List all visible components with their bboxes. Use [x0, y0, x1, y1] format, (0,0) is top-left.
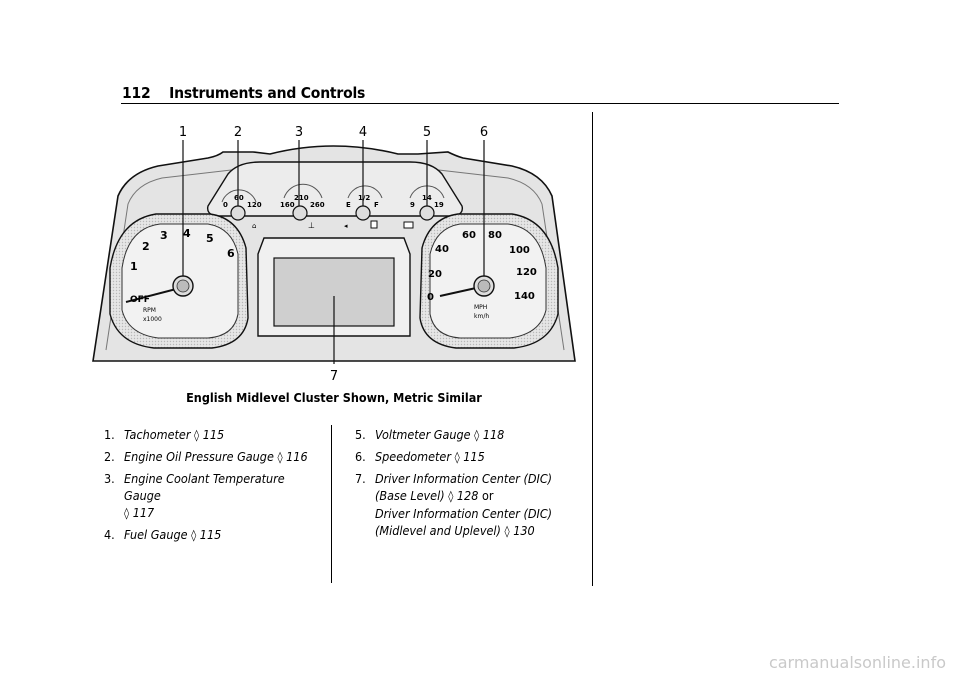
page-ref-icon: ◊: [454, 450, 460, 464]
callout-5: 5: [423, 125, 431, 140]
list-item: 1. Tachometer ◊ 115: [104, 427, 225, 442]
or-connector: or: [481, 488, 494, 503]
speed-mark-100: 100: [509, 245, 530, 256]
speed-mark-0: 0: [427, 292, 434, 303]
fuel-gauge: E 1/2 F ◂: [344, 185, 383, 230]
section-title: Instruments and Controls: [169, 84, 366, 102]
speed-mark-80: 80: [488, 230, 502, 241]
speed-mark-60: 60: [462, 230, 476, 241]
volt-mark-9: 9: [410, 201, 415, 209]
list-item: 4. Fuel Gauge ◊ 115: [104, 527, 222, 542]
page-ref-link[interactable]: 116: [286, 449, 308, 464]
tach-off-label: OFF: [130, 295, 150, 305]
fuel-mark-empty: E: [346, 201, 351, 209]
page-ref-link[interactable]: 118: [482, 427, 505, 442]
page-ref-icon: ◊: [504, 524, 510, 538]
page-ref-icon: ◊: [194, 428, 200, 442]
legend-list-left: 1. Tachometer ◊ 115 2. Engine Oil Pressu…: [104, 426, 324, 548]
page-ref-icon: ◊: [124, 506, 130, 520]
page-ref-icon: ◊: [448, 489, 454, 503]
tach-rpm-label: RPM: [143, 307, 156, 314]
speed-mark-140: 140: [514, 291, 535, 302]
dic-display: [257, 237, 411, 337]
battery-icon: [403, 221, 414, 229]
oil-mark-0: 0: [223, 201, 228, 209]
page-ref-link[interactable]: 115: [463, 449, 485, 464]
fuel-door-arrow-icon: ◂: [344, 222, 348, 230]
oil-mark-60: 60: [234, 194, 244, 202]
tachometer: 1 2 3 4 5 6 OFF RPM x1000: [109, 213, 249, 349]
speed-mark-40: 40: [435, 244, 449, 255]
page-ref-icon: ◊: [277, 450, 283, 464]
watermark: carmanualsonline.info: [768, 653, 946, 672]
volt-mark-19: 19: [434, 201, 444, 209]
page-ref-link[interactable]: 115: [199, 527, 222, 542]
page-ref-icon: ◊: [474, 428, 480, 442]
page-ref-link[interactable]: 115: [202, 427, 225, 442]
voltmeter-gauge: 9 14 19: [403, 185, 445, 229]
callout-6: 6: [480, 125, 488, 140]
page-number: 112: [122, 84, 151, 102]
tach-mark-2: 2: [142, 240, 150, 253]
page-ref-icon: ◊: [191, 528, 197, 542]
fuel-mark-half: 1/2: [358, 194, 370, 202]
oil-mark-120: 120: [247, 201, 262, 209]
coolant-mark-210: 210: [294, 194, 309, 202]
coolant-mark-160: 160: [280, 201, 295, 209]
header-rule: [121, 103, 839, 104]
speed-mark-20: 20: [428, 269, 442, 280]
coolant-mark-260: 260: [310, 201, 325, 209]
tach-mark-4: 4: [183, 227, 191, 240]
callout-2: 2: [234, 125, 242, 140]
list-item: 7. Driver Information Center (DIC) (Base…: [355, 471, 553, 538]
list-divider: [331, 425, 332, 583]
list-item: 5. Voltmeter Gauge ◊ 118: [355, 427, 505, 442]
oil-pressure-gauge: 0 60 120 ⌂: [221, 189, 262, 230]
thermometer-icon: ⊥: [308, 221, 315, 230]
callout-3: 3: [295, 125, 303, 140]
oil-can-icon: ⌂: [252, 222, 256, 230]
callout-7: 7: [330, 369, 338, 384]
list-item: 2. Engine Oil Pressure Gauge ◊ 116: [104, 449, 308, 464]
list-item: 6. Speedometer ◊ 115: [355, 449, 485, 464]
column-divider: [592, 112, 593, 586]
callout-4: 4: [359, 125, 367, 140]
callout-1: 1: [179, 125, 187, 140]
figure-caption: English Midlevel Cluster Shown, Metric S…: [186, 390, 482, 405]
fuel-pump-icon: [370, 220, 378, 229]
fuel-mark-full: F: [374, 201, 379, 209]
speed-kmh-label: km/h: [474, 313, 489, 320]
speed-mark-120: 120: [516, 267, 537, 278]
tach-mark-1: 1: [130, 260, 138, 273]
tach-mark-3: 3: [160, 229, 168, 242]
page-ref-link[interactable]: 117: [132, 505, 155, 520]
coolant-temperature-gauge: 160 210 260 ⊥: [280, 183, 325, 230]
list-item: 3. Engine Coolant Temperature Gauge◊ 117: [104, 471, 285, 520]
tach-multiplier-label: x1000: [143, 316, 162, 323]
callout-lines: [182, 140, 485, 364]
legend-list-right: 5. Voltmeter Gauge ◊ 118 6. Speedometer …: [355, 426, 585, 544]
speedometer: 0 20 40 60 80 100 120 140 MPH km/h: [419, 213, 559, 349]
page-header: 112 Instruments and Controls: [122, 84, 365, 102]
page-ref-link[interactable]: 128: [456, 488, 479, 503]
tach-mark-6: 6: [227, 247, 235, 260]
tach-mark-5: 5: [206, 232, 214, 245]
page-ref-link[interactable]: 130: [513, 523, 535, 538]
speed-mph-label: MPH: [474, 304, 487, 311]
instrument-cluster-illustration: 1 2 3 4 5 6 OFF RPM x1000 0 20 40 60 80 …: [92, 125, 576, 384]
